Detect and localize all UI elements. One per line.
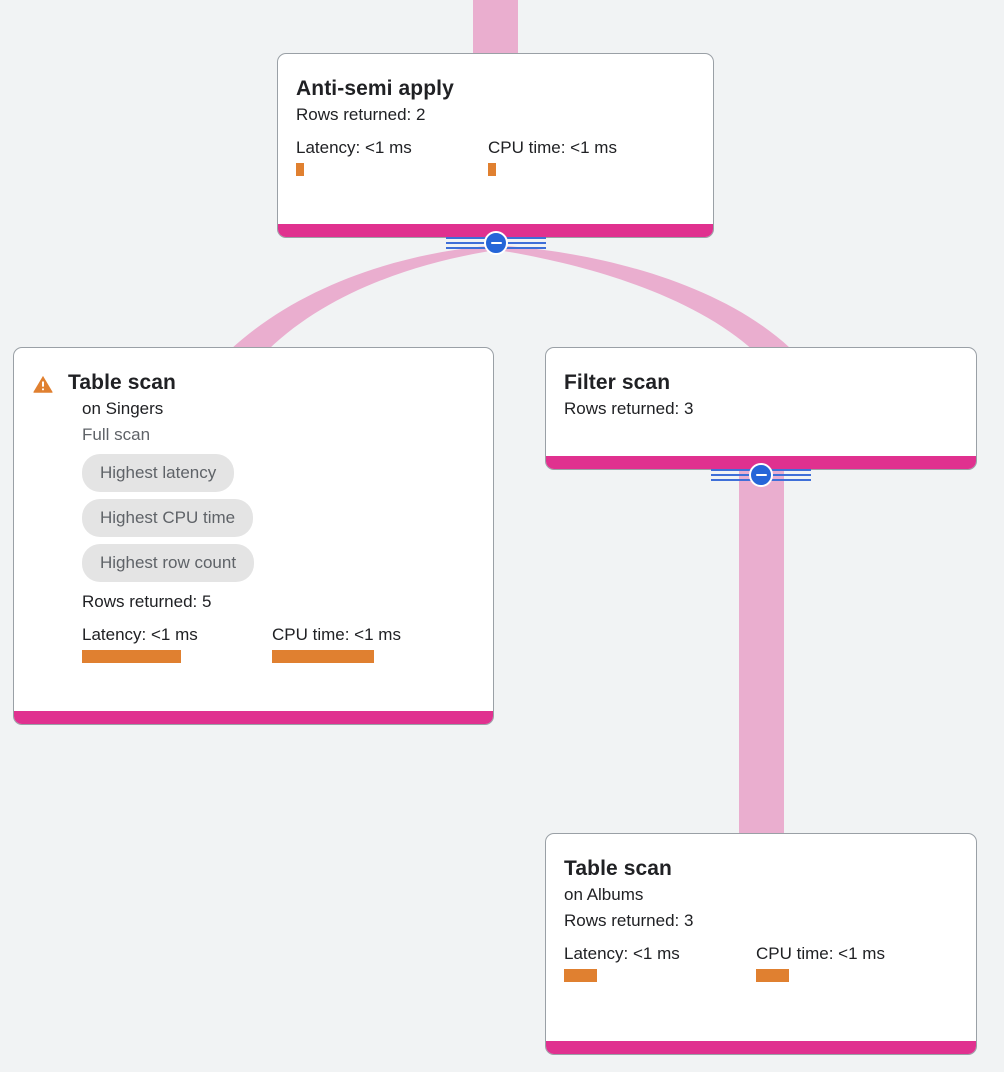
card-footer-accent (14, 711, 493, 724)
card-body: Filter scan Rows returned: 3 (546, 348, 976, 469)
node-rows-returned: Rows returned: 3 (564, 399, 694, 418)
node-title-row: Table scan (32, 370, 475, 396)
card-footer-accent (546, 1041, 976, 1054)
node-card-table-scan-singers[interactable]: Table scan on Singers Full scan Highest … (13, 347, 494, 725)
node-chip-list: Highest latency Highest CPU time Highest… (82, 454, 475, 589)
node-rows-returned: Rows returned: 5 (82, 592, 212, 611)
collapse-toggle-anti-semi-apply[interactable] (446, 230, 546, 256)
node-title: Table scan (564, 857, 672, 880)
node-title: Table scan (68, 371, 176, 394)
edge-filter-scan-to-table-scan-albums (739, 468, 784, 848)
latency-metric: Latency: <1 ms (82, 623, 272, 663)
node-rows-returned: Rows returned: 3 (564, 911, 694, 930)
chip-highest-row-count[interactable]: Highest row count (82, 544, 255, 582)
chip-highest-latency[interactable]: Highest latency (82, 454, 235, 492)
latency-metric: Latency: <1 ms (296, 136, 488, 176)
cpu-label: CPU time: <1 ms (488, 138, 617, 157)
card-footer-accent (546, 456, 976, 469)
card-body: Table scan on Albums Rows returned: 3 La… (546, 834, 976, 1054)
node-target: on Singers (82, 399, 164, 418)
cpu-label: CPU time: <1 ms (756, 944, 885, 963)
node-metrics: Latency: <1 ms CPU time: <1 ms (564, 942, 958, 982)
cpu-metric: CPU time: <1 ms (756, 942, 885, 982)
minus-circle-icon[interactable] (749, 463, 773, 487)
cpu-metric: CPU time: <1 ms (488, 136, 617, 176)
edge-root-inbound (473, 0, 518, 54)
node-title: Anti-semi apply (296, 77, 454, 100)
latency-bar (564, 969, 597, 982)
node-metrics: Latency: <1 ms CPU time: <1 ms (82, 623, 475, 663)
cpu-label: CPU time: <1 ms (272, 625, 401, 644)
latency-label: Latency: <1 ms (564, 944, 680, 963)
node-scan-type: Full scan (82, 425, 151, 444)
latency-metric: Latency: <1 ms (564, 942, 756, 982)
node-details: on Singers Full scan Highest latency Hig… (82, 396, 475, 663)
card-body: Anti-semi apply Rows returned: 2 Latency… (278, 54, 713, 237)
node-metrics: Latency: <1 ms CPU time: <1 ms (296, 136, 695, 176)
edge-root-to-table-scan-singers (230, 246, 496, 350)
edge-root-to-filter-scan (497, 246, 790, 352)
node-title: Filter scan (564, 371, 671, 394)
cpu-bar (756, 969, 789, 982)
card-footer-accent (278, 224, 713, 237)
node-card-table-scan-albums[interactable]: Table scan on Albums Rows returned: 3 La… (545, 833, 977, 1055)
warning-triangle-icon (33, 375, 53, 393)
latency-label: Latency: <1 ms (82, 625, 198, 644)
collapse-toggle-filter-scan[interactable] (711, 462, 811, 488)
latency-bar (296, 163, 304, 176)
node-rows-returned: Rows returned: 2 (296, 105, 426, 124)
node-card-filter-scan[interactable]: Filter scan Rows returned: 3 (545, 347, 977, 470)
cpu-bar (488, 163, 496, 176)
chip-highest-cpu-time[interactable]: Highest CPU time (82, 499, 254, 537)
node-card-anti-semi-apply[interactable]: Anti-semi apply Rows returned: 2 Latency… (277, 53, 714, 238)
cpu-bar (272, 650, 374, 663)
latency-bar (82, 650, 181, 663)
latency-label: Latency: <1 ms (296, 138, 412, 157)
minus-circle-icon[interactable] (484, 231, 508, 255)
card-body: Table scan on Singers Full scan Highest … (14, 348, 493, 724)
cpu-metric: CPU time: <1 ms (272, 623, 401, 663)
node-target: on Albums (564, 885, 644, 904)
